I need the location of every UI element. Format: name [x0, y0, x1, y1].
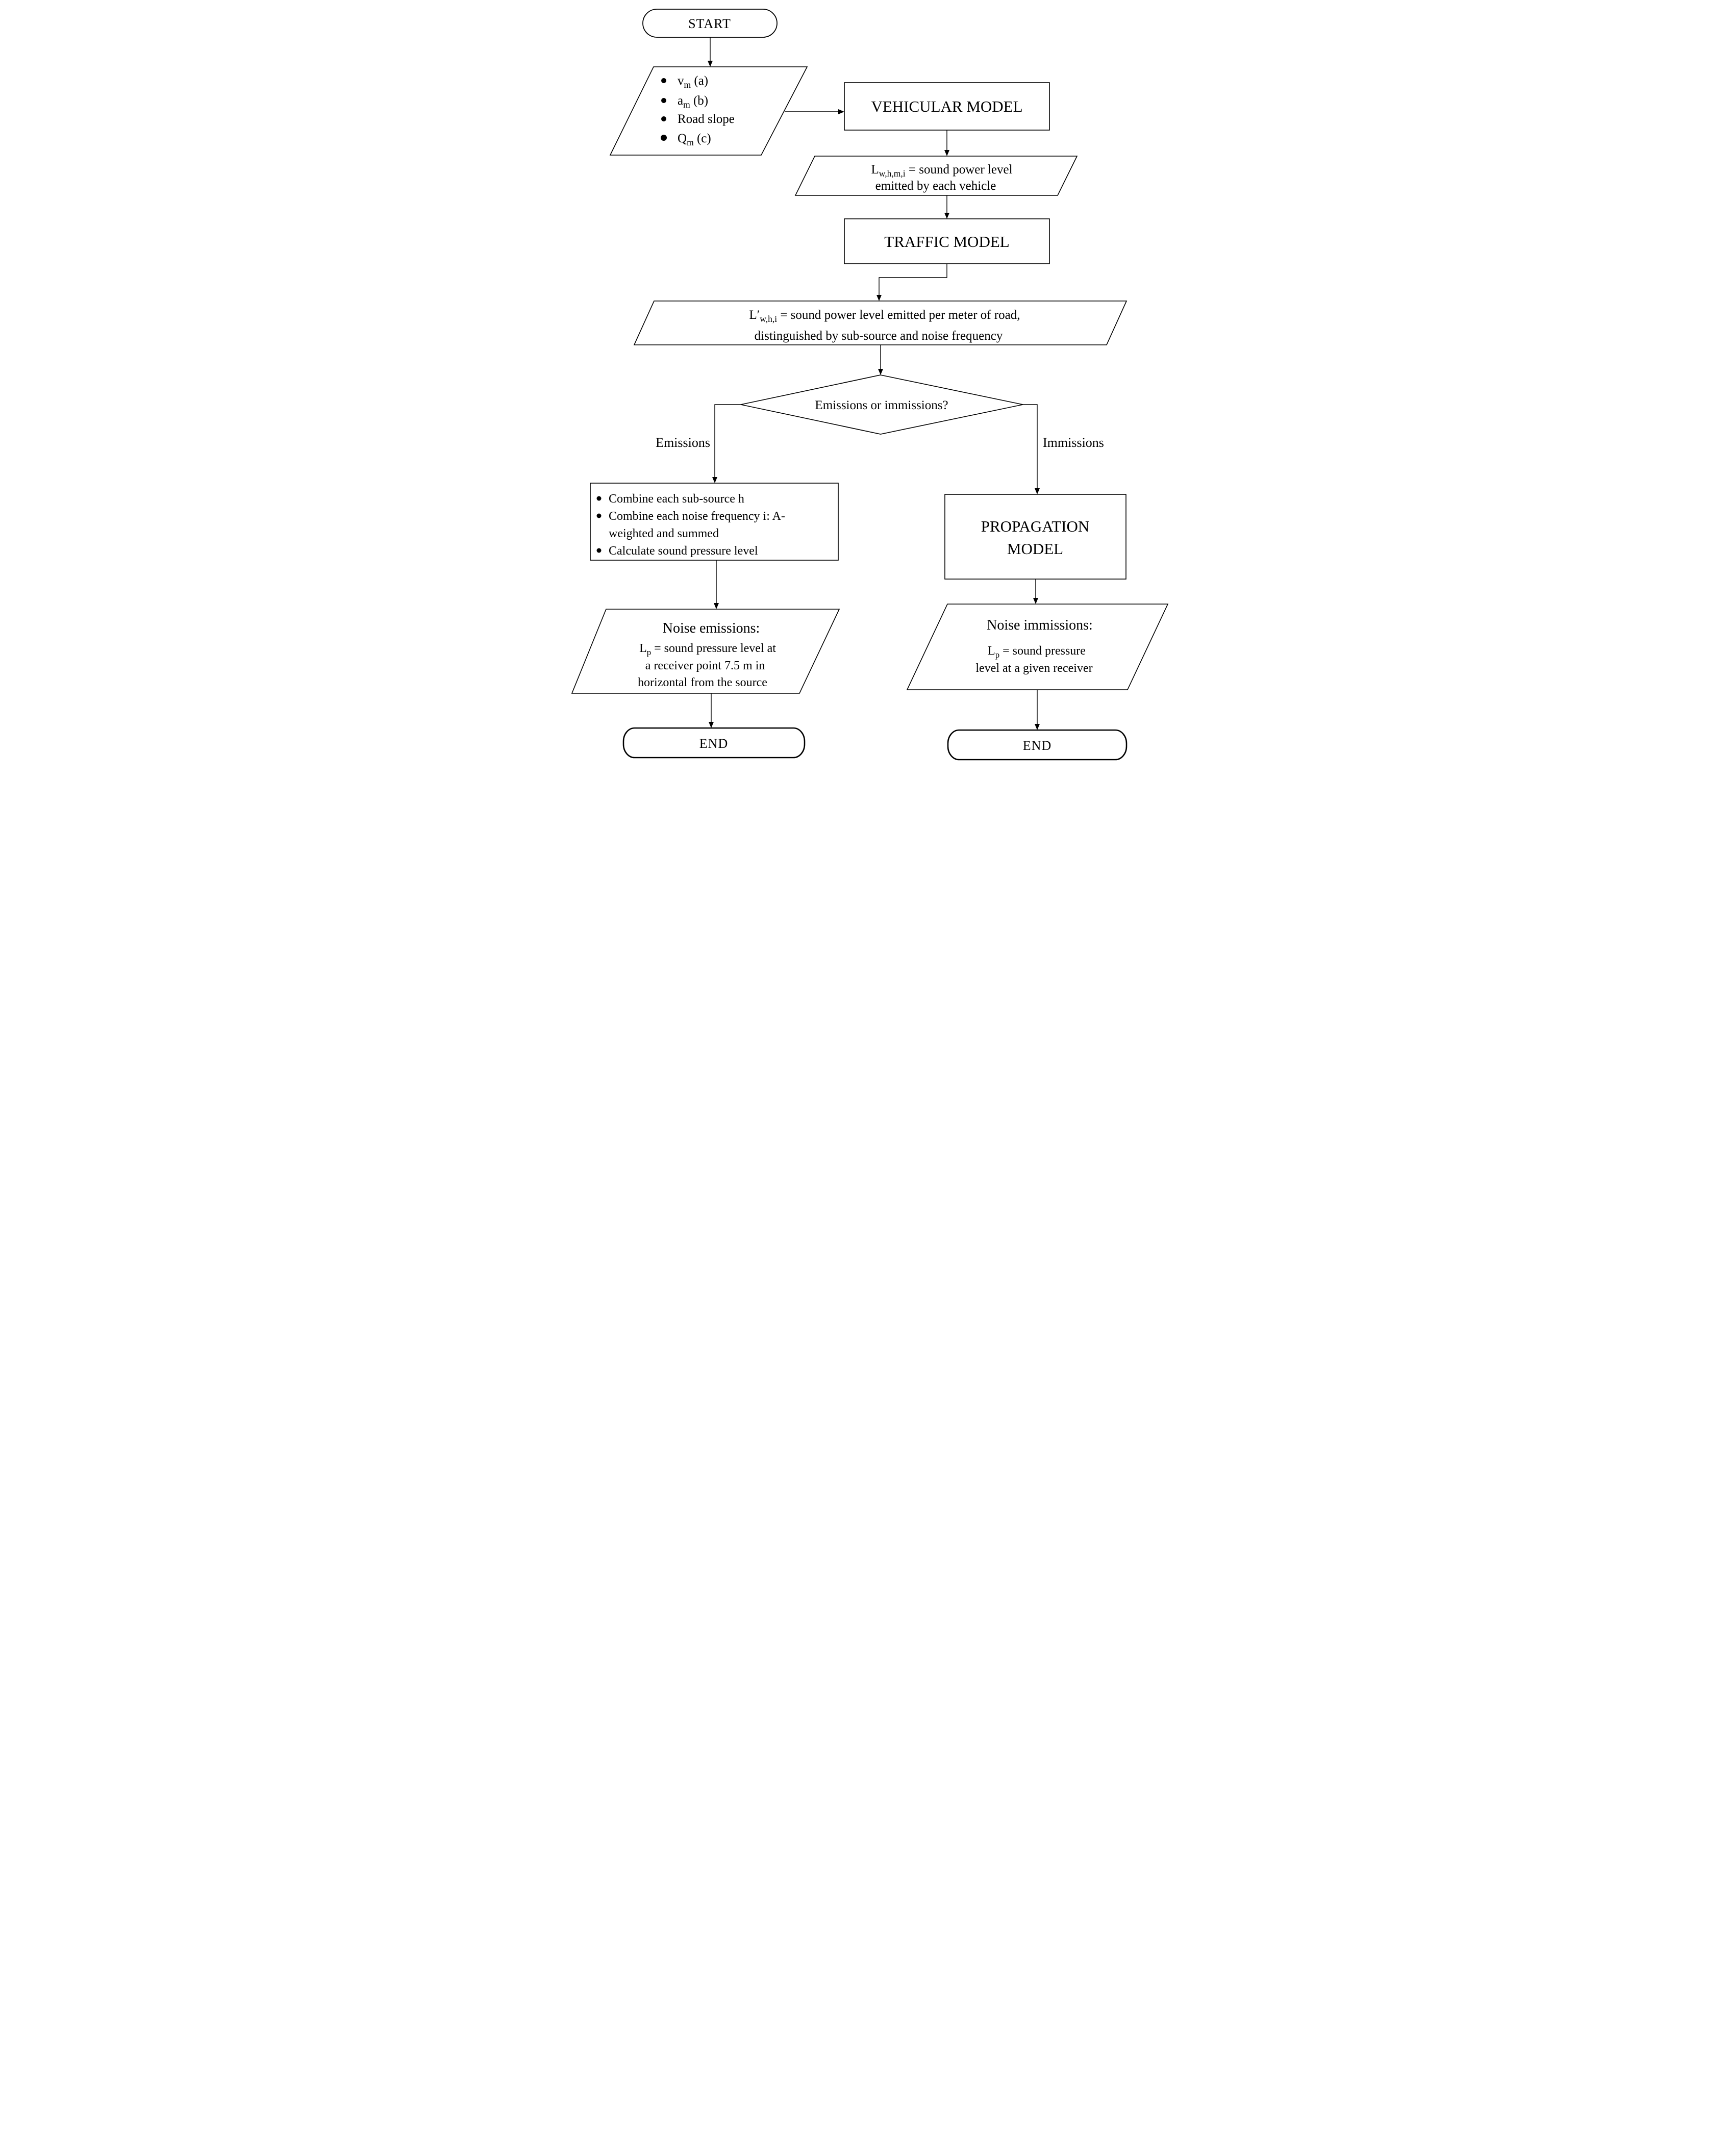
- arrowhead-icon: [876, 295, 882, 301]
- sound-power-vehicle-rest: = sound power level: [905, 163, 1012, 177]
- arrowhead-icon: [708, 722, 714, 728]
- input-item-qm: Qm (c): [678, 132, 711, 147]
- noise-emissions-line2: a receiver point 7.5 m in: [645, 659, 765, 672]
- arrowhead-icon: [944, 150, 949, 156]
- connector-decision-emissions: [714, 404, 741, 477]
- noise-emissions-sub: p: [646, 647, 650, 657]
- bullet-icon: [661, 98, 666, 103]
- noise-immissions-line1: Lp = sound pressure: [988, 644, 1086, 660]
- noise-emissions-line1: Lp = sound pressure level at: [639, 642, 776, 657]
- arrowhead-icon: [1034, 488, 1040, 494]
- end-right-label: END: [1022, 738, 1051, 753]
- sound-power-vehicle-sub: w,h,m,i: [879, 168, 905, 179]
- noise-emissions-rest: = sound pressure level at: [651, 642, 776, 655]
- traffic-model-box: [843, 218, 1050, 264]
- arrowhead-icon: [878, 369, 883, 375]
- arrowhead-icon: [1034, 724, 1040, 730]
- connector-decision-immissions: [1022, 404, 1038, 488]
- sound-power-vehicle-line2: emitted by each vehicle: [875, 179, 996, 193]
- sound-power-vehicle-main: L: [871, 163, 879, 177]
- vehicular-model-box: [843, 82, 1050, 131]
- input-item-am: am (b): [678, 94, 708, 110]
- propagation-model-line2: MODEL: [1007, 540, 1063, 558]
- noise-immissions-main: L: [988, 644, 995, 658]
- decision-label: Emissions or immissions?: [815, 398, 948, 412]
- propagation-model-box: [944, 494, 1126, 580]
- bullet-icon: [596, 548, 601, 553]
- arrowhead-icon: [712, 477, 717, 483]
- propagation-model-line1: PROPAGATION: [981, 517, 1089, 535]
- sound-power-meter-sub: w,h,i: [760, 314, 777, 324]
- end-left-terminator: [622, 727, 805, 759]
- input-item-vm-sub: m: [684, 80, 691, 90]
- immissions-branch-label: Immissions: [1043, 435, 1104, 450]
- input-item-roadslope: Road slope: [678, 112, 735, 126]
- noise-emissions-main: L: [639, 642, 647, 655]
- bullet-icon: [596, 496, 601, 501]
- arrowhead-icon: [944, 213, 949, 219]
- sound-power-meter-parallelogram: [633, 300, 1127, 345]
- sound-power-meter-main: L′: [749, 308, 760, 322]
- arrowhead-icon: [707, 61, 713, 67]
- arrowhead-icon: [1033, 598, 1038, 604]
- arrowhead-icon: [713, 603, 719, 609]
- emissions-process-line1: Combine each sub-source h: [609, 492, 744, 506]
- emissions-process-line3: weighted and summed: [609, 527, 719, 540]
- flowchart-page: START vm (a) am (b) Road slope Qm (c) VE…: [558, 0, 1170, 764]
- connector-traffic-soundmeter: [878, 264, 947, 295]
- end-right-terminator: [947, 729, 1127, 761]
- flowchart-svg: START vm (a) am (b) Road slope Qm (c) VE…: [571, 9, 1168, 761]
- bullet-icon: [660, 135, 667, 141]
- bullet-icon: [661, 116, 666, 121]
- input-item-am-sub: m: [683, 99, 690, 110]
- noise-emissions-title: Noise emissions:: [662, 620, 760, 636]
- input-item-am-rest: (b): [690, 94, 708, 108]
- noise-immissions-title: Noise immissions:: [987, 617, 1093, 633]
- input-item-am-main: a: [678, 94, 683, 108]
- noise-emissions-line3: horizontal from the source: [638, 676, 767, 689]
- end-left-label: END: [699, 736, 728, 751]
- input-item-qm-rest: (c): [693, 132, 711, 145]
- sound-power-meter-line2: distinguished by sub-source and noise fr…: [754, 329, 1003, 343]
- noise-immissions-rest: = sound pressure: [999, 644, 1086, 658]
- emissions-process-line4: Calculate sound pressure level: [609, 544, 758, 558]
- sound-power-vehicle-parallelogram: [794, 156, 1078, 196]
- input-item-vm: vm (a): [678, 74, 708, 90]
- noise-emissions-parallelogram: [571, 609, 840, 694]
- input-item-qm-main: Q: [678, 132, 687, 145]
- sound-power-meter-rest: = sound power level emitted per meter of…: [777, 308, 1020, 322]
- emissions-process-box: [589, 483, 839, 561]
- start-label: START: [688, 16, 731, 31]
- traffic-model-label: TRAFFIC MODEL: [884, 233, 1009, 250]
- decision-diamond: [740, 374, 1023, 435]
- emissions-process-line2: Combine each noise frequency i: A-: [609, 510, 785, 523]
- sound-power-meter-line1: L′w,h,i = sound power level emitted per …: [749, 308, 1020, 324]
- noise-immissions-sub: p: [995, 650, 999, 660]
- vehicular-model-label: VEHICULAR MODEL: [871, 97, 1022, 115]
- input-item-vm-main: v: [678, 74, 684, 88]
- arrowhead-icon: [838, 109, 844, 114]
- bullet-icon: [596, 513, 601, 518]
- noise-immissions-line2: level at a given receiver: [975, 662, 1092, 675]
- input-parallelogram: [609, 66, 808, 156]
- input-item-vm-rest: (a): [691, 74, 708, 88]
- input-item-qm-sub: m: [687, 137, 694, 147]
- noise-immissions-parallelogram: [906, 604, 1168, 690]
- bullet-icon: [661, 78, 666, 83]
- sound-power-vehicle-line1: Lw,h,m,i = sound power level: [871, 163, 1012, 179]
- emissions-branch-label: Emissions: [656, 435, 710, 450]
